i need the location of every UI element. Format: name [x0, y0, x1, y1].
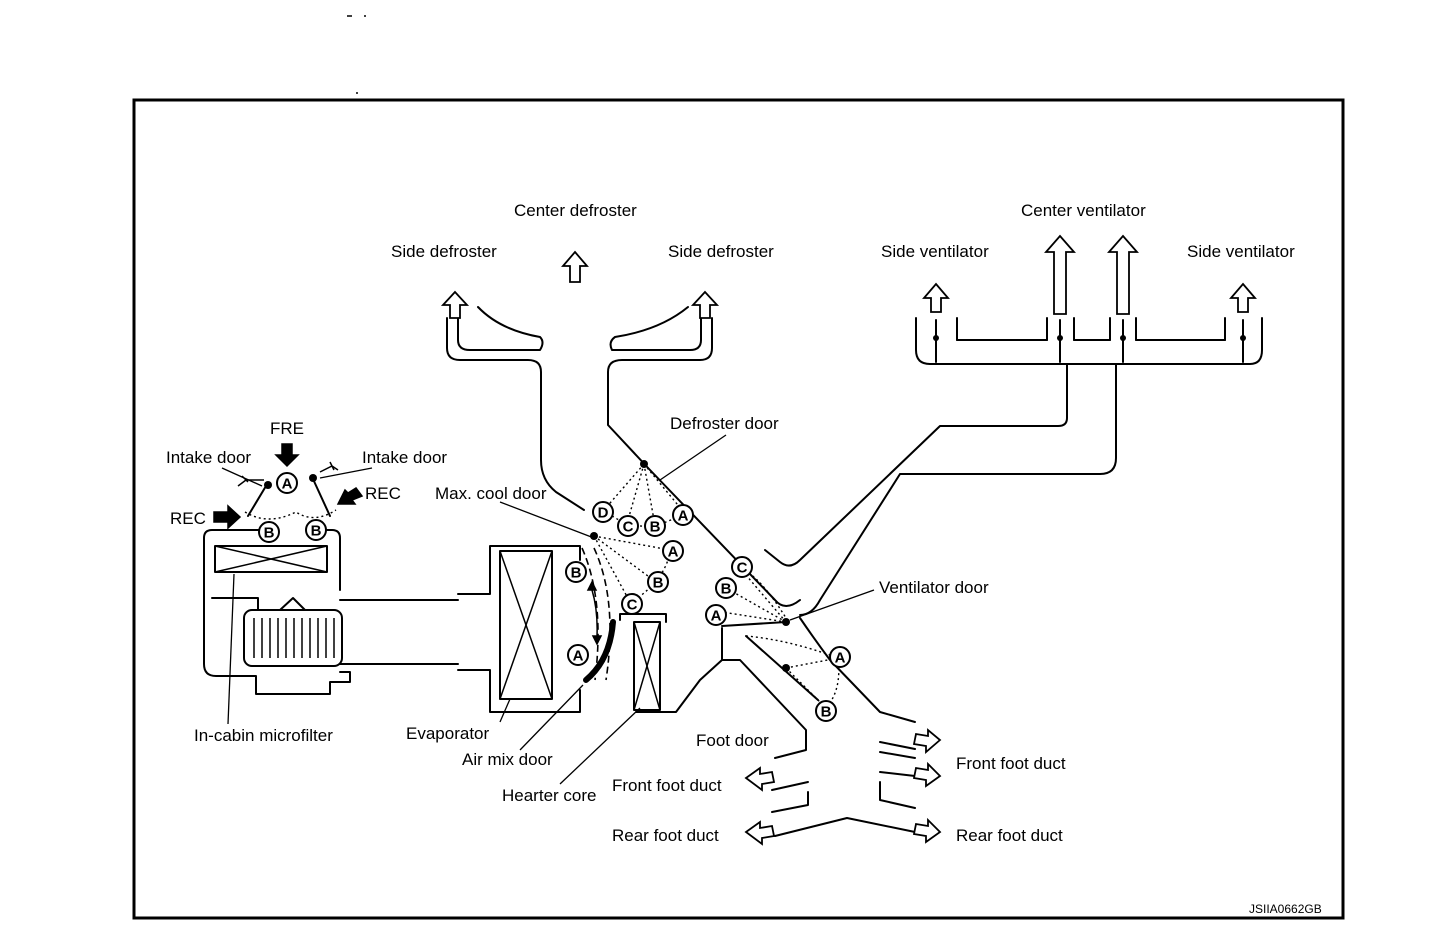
arrow-rec-left [213, 504, 242, 530]
evaporator [457, 545, 581, 713]
badge-max-cool-a: A [662, 540, 684, 562]
defroster-duct [446, 306, 801, 607]
badge-foot-b: B [815, 700, 837, 722]
badge-air-mix-a: A [567, 644, 589, 666]
label-in-cabin-microfilter: In-cabin microfilter [194, 726, 333, 745]
intake-unit [203, 461, 459, 695]
inlet-arrows [213, 443, 364, 530]
svg-text:C: C [737, 560, 748, 577]
label-center-ventilator: Center ventilator [1021, 201, 1146, 220]
arrow-fre [274, 443, 300, 468]
label-max-cool-door: Max. cool door [435, 484, 547, 503]
label-rec-right: REC [365, 484, 401, 503]
svg-text:A: A [668, 544, 679, 561]
arrow-center-ventilator-1 [1044, 234, 1076, 315]
svg-text:B: B [821, 704, 832, 721]
arrow-rear-foot-right [912, 817, 942, 844]
badge-ventilator-c: C [731, 556, 753, 578]
arrow-rec-right [336, 486, 364, 505]
label-evaporator: Evaporator [406, 724, 489, 743]
heater-core [619, 613, 667, 711]
arrow-side-ventilator-right [1229, 282, 1257, 313]
label-air-mix-door: Air mix door [462, 750, 553, 769]
label-ventilator-door: Ventilator door [879, 578, 989, 597]
airflow-arrows [440, 234, 1257, 846]
label-intake-door-right: Intake door [362, 448, 447, 467]
badge-max-cool-c: C [621, 593, 643, 615]
figure-code: JSIIA0662GB [1249, 902, 1322, 916]
label-side-ventilator-left: Side ventilator [881, 242, 989, 261]
badge-defroster-c: C [617, 515, 639, 537]
svg-text:A: A [282, 476, 293, 493]
label-side-defroster-left: Side defroster [391, 242, 497, 261]
foot-door [745, 635, 840, 709]
label-defroster-door: Defroster door [670, 414, 779, 433]
defroster-door [603, 460, 683, 527]
svg-text:A: A [835, 650, 846, 667]
label-center-defroster: Center defroster [514, 201, 637, 220]
label-heater-core: Hearter core [502, 786, 596, 805]
ventilator-door [721, 567, 790, 627]
badge-defroster-d: D [592, 501, 614, 523]
label-intake-door-left: Intake door [166, 448, 251, 467]
svg-text:C: C [623, 519, 634, 536]
badge-intake-b-right: B [305, 519, 327, 541]
arrow-side-defroster-right [690, 290, 720, 319]
arrow-front-foot-right-1 [912, 728, 942, 754]
badge-foot-a: A [829, 646, 851, 668]
label-front-foot-duct-right: Front foot duct [956, 754, 1066, 773]
label-rear-foot-duct-left: Rear foot duct [612, 826, 719, 845]
badge-max-cool-b: B [647, 571, 669, 593]
arrow-side-ventilator-left [922, 282, 950, 313]
badge-air-mix-b: B [565, 561, 587, 583]
label-front-foot-duct-left: Front foot duct [612, 776, 722, 795]
svg-text:B: B [653, 575, 664, 592]
leader-lines [221, 434, 875, 785]
svg-text:A: A [711, 608, 722, 625]
arrow-side-defroster-left [440, 290, 470, 319]
arrow-center-defroster [561, 250, 589, 283]
ventilator-duct [764, 317, 1263, 616]
svg-text:B: B [311, 523, 322, 540]
badge-defroster-a: A [672, 504, 694, 526]
svg-text:B: B [721, 581, 732, 598]
badge-intake-b-left: B [258, 521, 280, 543]
arrow-front-foot-right-2 [912, 761, 942, 788]
label-rec-left: REC [170, 509, 206, 528]
diagram-frame [132, 98, 1345, 920]
svg-text:B: B [650, 519, 661, 536]
svg-text:B: B [571, 565, 582, 582]
arrow-rear-foot-left [744, 820, 776, 846]
air-mix-door [581, 547, 616, 683]
svg-text:D: D [598, 505, 609, 522]
label-foot-door: Foot door [696, 731, 769, 750]
label-side-ventilator-right: Side ventilator [1187, 242, 1295, 261]
label-fre: FRE [270, 419, 304, 438]
badge-ventilator-b: B [715, 577, 737, 599]
arrow-center-ventilator-2 [1107, 234, 1139, 315]
svg-text:A: A [573, 648, 584, 665]
arrow-front-foot-left [744, 766, 776, 792]
label-side-defroster-right: Side defroster [668, 242, 774, 261]
svg-text:A: A [678, 508, 689, 525]
svg-text:C: C [627, 597, 638, 614]
label-rear-foot-duct-right: Rear foot duct [956, 826, 1063, 845]
svg-text:B: B [264, 525, 275, 542]
badge-ventilator-a: A [705, 604, 727, 626]
badge-defroster-b: B [644, 515, 666, 537]
foot-duct [635, 617, 916, 837]
badge-intake-a: A [276, 472, 298, 494]
